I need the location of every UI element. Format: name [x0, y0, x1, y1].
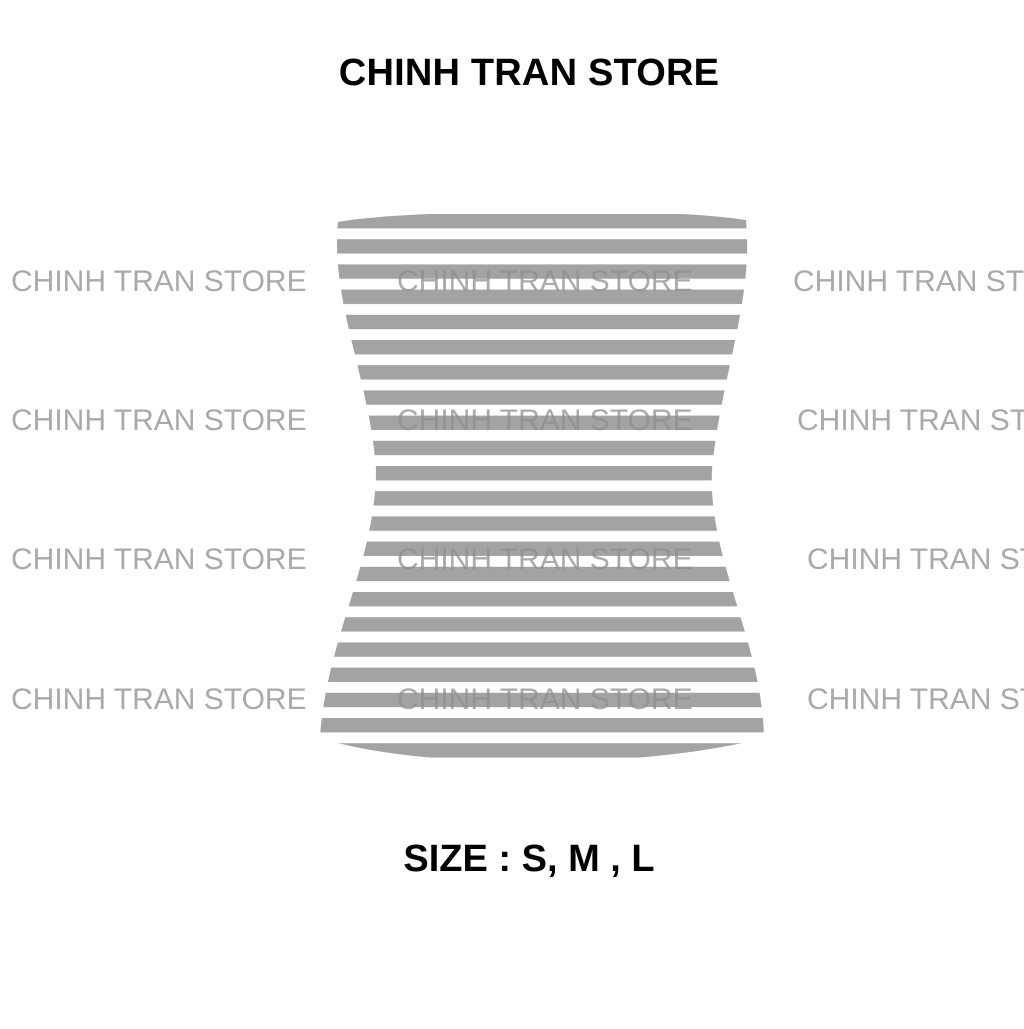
watermark-text: CHINH TRAN STORE [11, 265, 307, 298]
watermark-text: CHINH TRAN STORE [397, 265, 693, 298]
watermark-text: CHINH TRAN STORE [397, 543, 693, 576]
watermark-text: CHINH TRAN STORE [11, 683, 307, 716]
watermark-text: CHINH TRAN STORE [397, 404, 693, 437]
watermark-text: CHINH TRAN STORE [11, 404, 307, 437]
store-title: CHINH TRAN STORE [338, 52, 720, 94]
watermark-text: CHINH TRAN STORE [807, 543, 1024, 576]
watermark-text: CHINH TRAN STORE [807, 683, 1024, 716]
size-label: SIZE : S, M , L [403, 838, 655, 880]
watermark-text: CHINH TRAN STORE [797, 404, 1024, 437]
watermark-text: CHINH TRAN STORE [11, 543, 307, 576]
watermark-text: CHINH TRAN STORE [793, 265, 1024, 298]
watermark-text: CHINH TRAN STORE [397, 683, 693, 716]
